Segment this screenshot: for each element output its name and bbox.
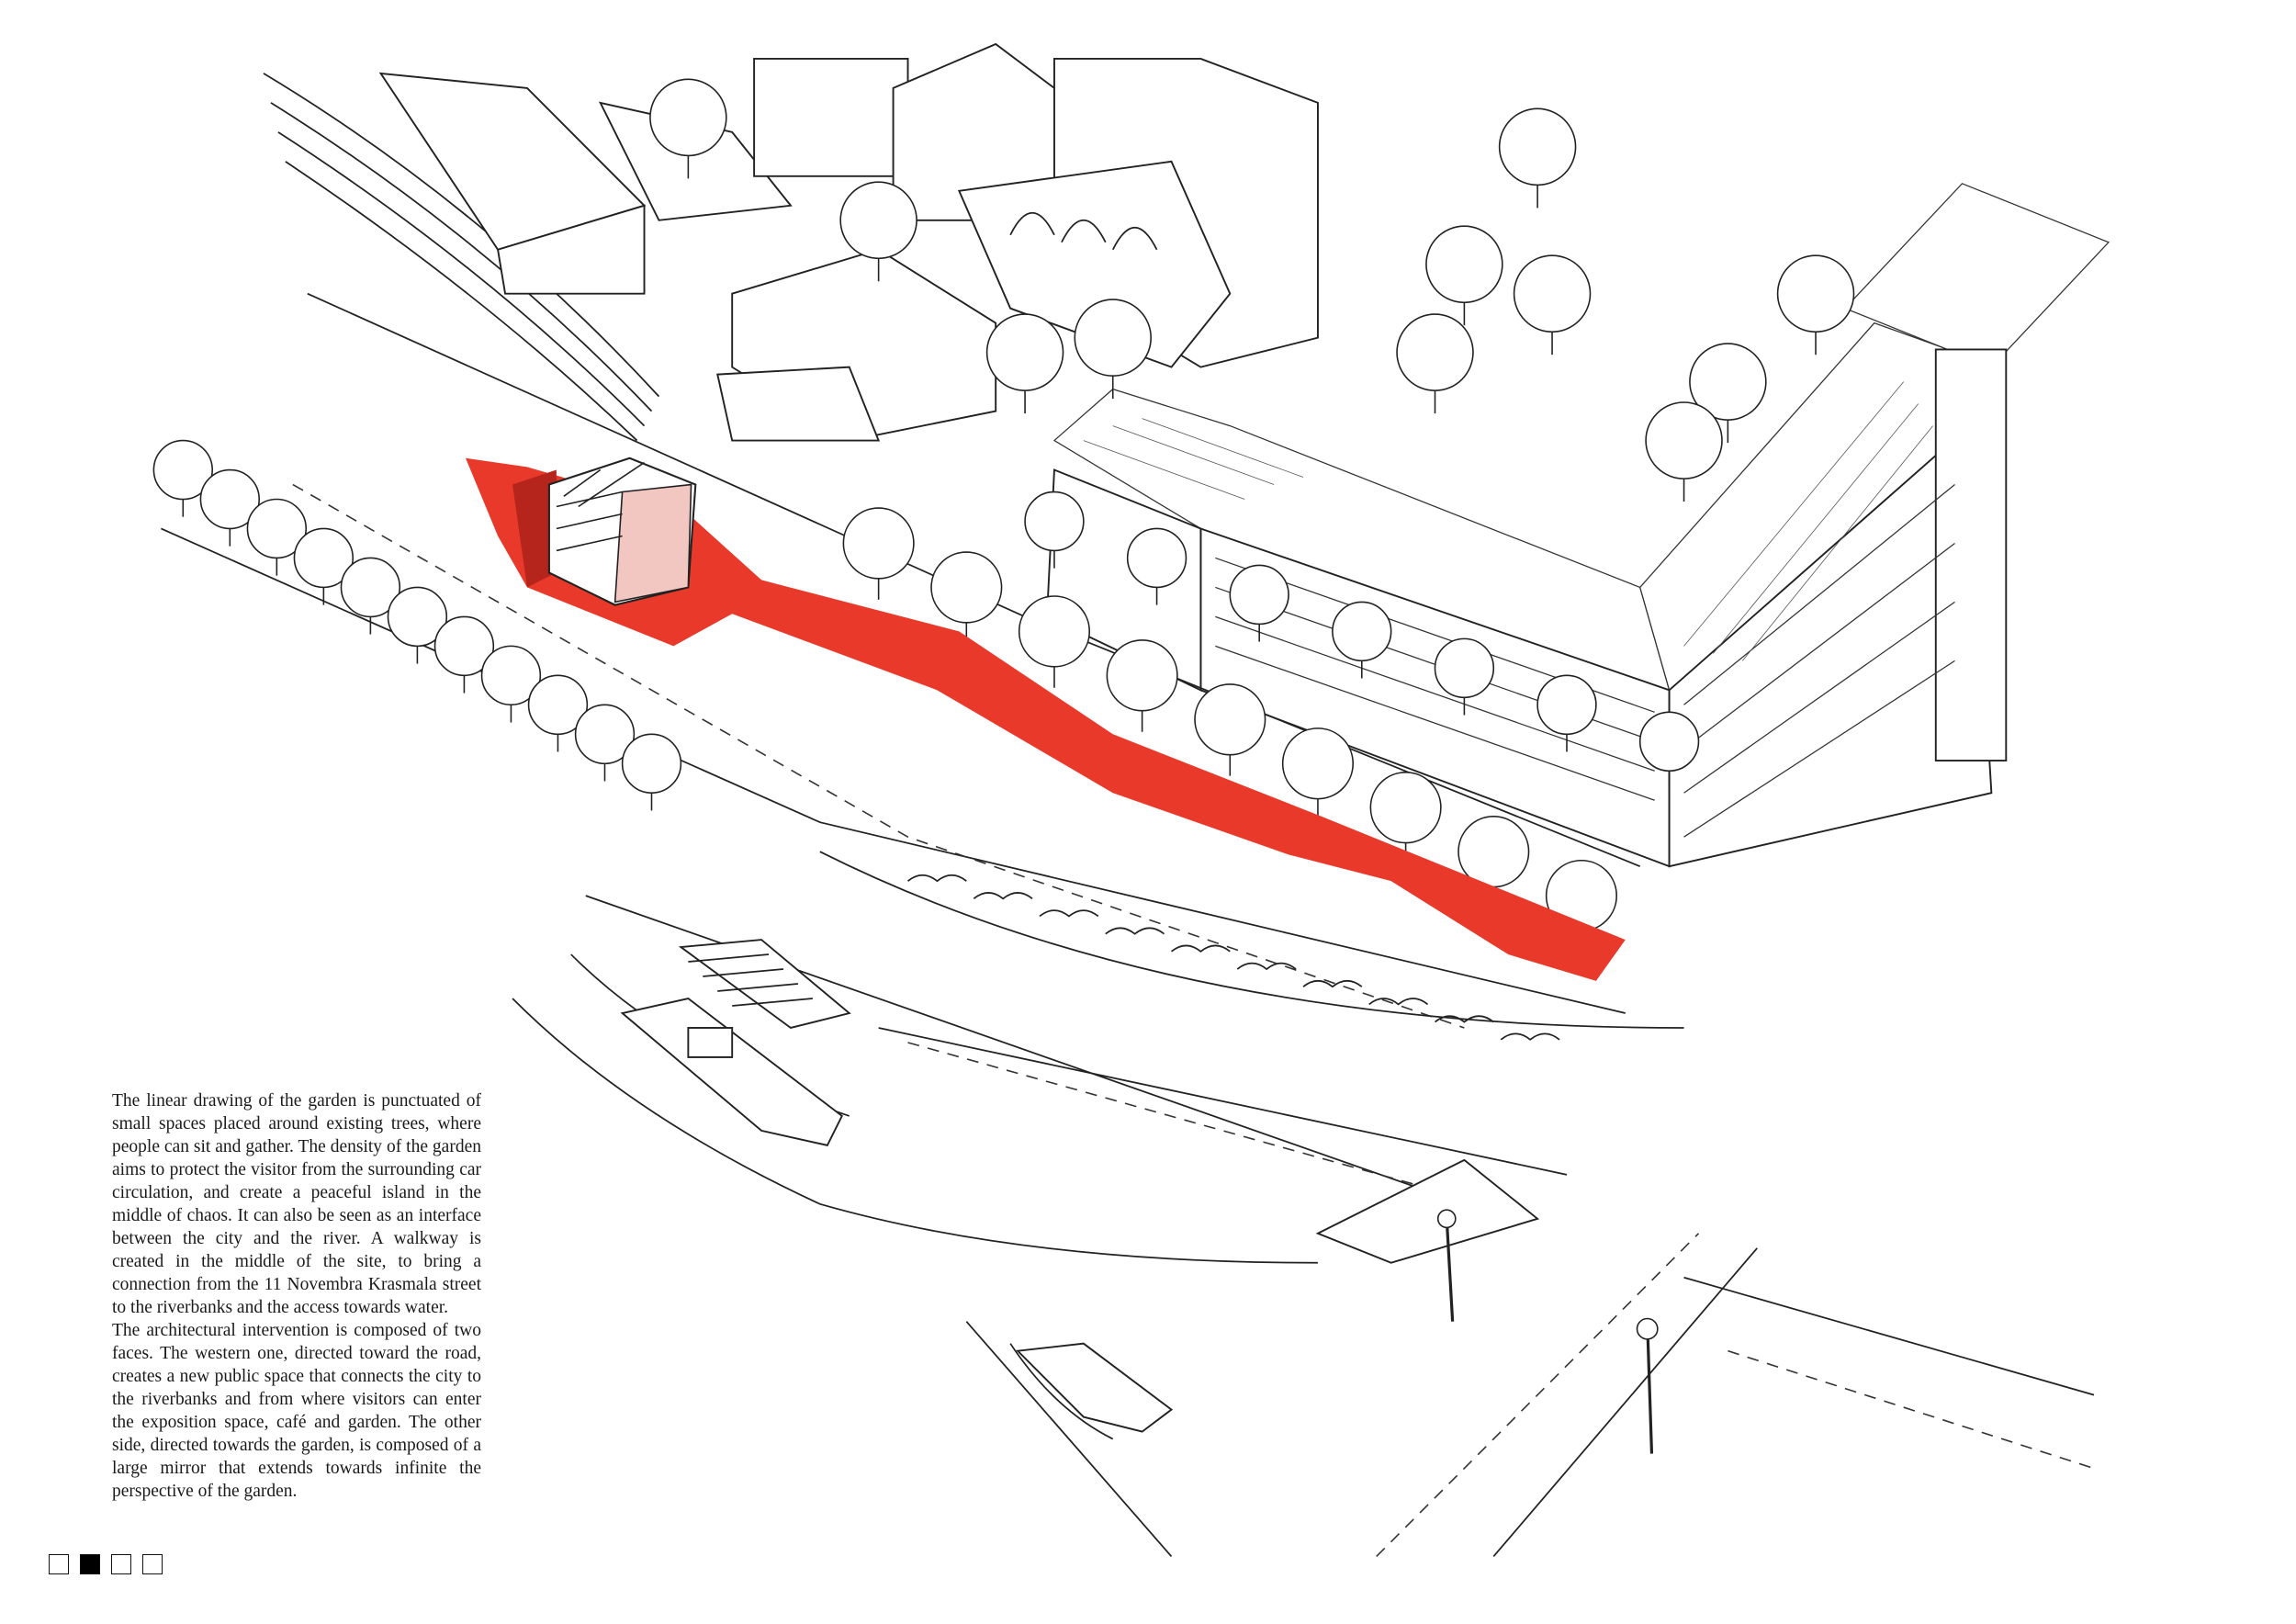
tree-icon — [340, 557, 401, 618]
tree-icon — [152, 439, 213, 501]
tree-icon — [574, 704, 636, 765]
tree-icon — [1332, 601, 1392, 662]
tree-icon — [1498, 107, 1577, 186]
tree-icon — [621, 733, 682, 795]
tree-icon — [199, 468, 261, 530]
stairs — [678, 939, 1540, 1264]
tree-icon — [246, 498, 308, 559]
pavilion — [547, 457, 697, 606]
tree-icon — [839, 181, 917, 260]
tree-icon — [1645, 401, 1723, 479]
page-indicator — [49, 1554, 163, 1574]
hedge-mark — [1500, 1032, 1560, 1041]
project-description: The linear drawing of the garden is punc… — [112, 1089, 481, 1503]
description-paragraph-1: The linear drawing of the garden is punc… — [112, 1091, 481, 1317]
lamp-posts — [1436, 1209, 1659, 1454]
tree-icon — [985, 313, 1064, 392]
tree-icon — [293, 527, 355, 589]
page-indicator-square-1[interactable] — [49, 1554, 69, 1574]
tree-icon — [1369, 772, 1442, 844]
tree-icon — [842, 507, 915, 580]
description-paragraph-2: The architectural intervention is compos… — [112, 1321, 481, 1501]
tree-icon — [930, 551, 1003, 624]
tree-icon — [433, 615, 495, 677]
tree-icon — [1074, 299, 1152, 378]
tree-icon — [1776, 254, 1855, 333]
hedge-mark — [1236, 962, 1297, 971]
tree-icon — [1126, 527, 1187, 589]
tree-icon — [1434, 637, 1495, 699]
roads — [161, 292, 2095, 1558]
page-indicator-square-4[interactable] — [142, 1554, 163, 1574]
upper-buildings — [753, 42, 1319, 368]
tree-icon — [1194, 683, 1266, 756]
hedge-mark — [1302, 979, 1363, 988]
tree-icon — [1689, 343, 1767, 421]
hedge-mark — [973, 892, 1033, 900]
tree-icon — [649, 78, 727, 157]
tree-icon — [1024, 491, 1085, 552]
hedge-mark — [1434, 1015, 1494, 1023]
tree-icon — [1229, 564, 1289, 626]
boat — [620, 997, 1174, 1433]
tree-icon — [1018, 595, 1091, 668]
railway-tracks — [263, 73, 660, 442]
tree-icon — [1396, 313, 1474, 392]
tree-icon — [1425, 225, 1503, 304]
tree-icon — [527, 674, 589, 736]
hedge-mark — [1368, 998, 1429, 1006]
hedge-mark — [1170, 944, 1231, 953]
tree-icon — [1638, 711, 1700, 773]
tree-icon — [1281, 727, 1355, 800]
tree-icon — [1513, 254, 1592, 333]
page-indicator-square-3[interactable] — [111, 1554, 131, 1574]
tree-icon — [480, 645, 542, 706]
tree-icon — [387, 586, 448, 648]
garden-walkway — [466, 457, 1626, 981]
hedge-mark — [1105, 927, 1165, 935]
hedge-mark — [1039, 909, 1099, 918]
long-building — [1045, 183, 2110, 868]
tree-rows — [152, 78, 1855, 1041]
hedge-mark — [906, 874, 967, 883]
tree-icon — [1106, 639, 1178, 712]
tree-icon — [1536, 674, 1597, 736]
page-indicator-square-2-active[interactable] — [80, 1554, 100, 1574]
river — [512, 953, 1318, 1440]
